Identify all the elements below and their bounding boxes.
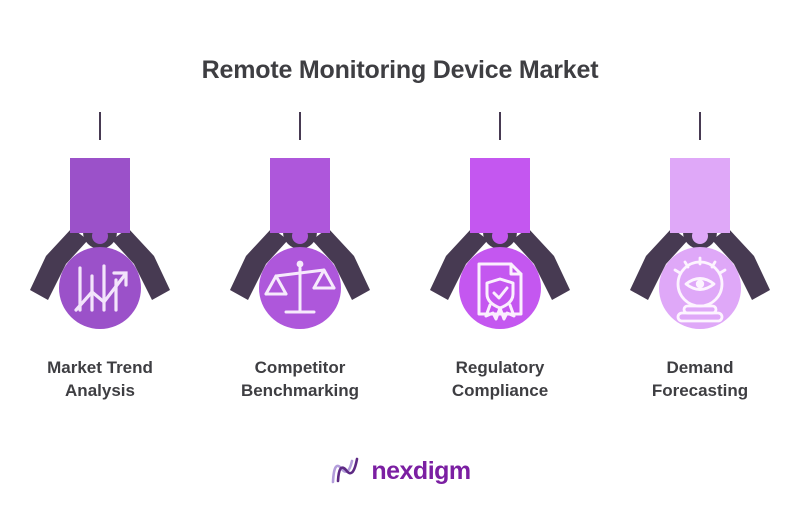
hanging-cable: [699, 112, 701, 140]
claw-body-rect: [470, 158, 530, 233]
icon-circle-background: [59, 247, 141, 329]
hanging-cable: [99, 112, 101, 140]
claw-column-demand-forecasting: Demand Forecasting: [600, 112, 800, 412]
bar-chart-trend-up-icon: [74, 264, 128, 312]
claw-column-competitor-benchmarking: Competitor Benchmarking: [200, 112, 400, 412]
claw-arm-right-icon: [512, 228, 570, 300]
claw-body-rect: [70, 158, 130, 233]
hanging-cable: [299, 112, 301, 140]
claw-machine-assembly: [200, 140, 400, 350]
claw-label: Competitor Benchmarking: [200, 357, 400, 403]
claw-arm-right-icon: [112, 228, 170, 300]
claw-arm-right-icon: [712, 228, 770, 300]
claw-machine-graphic: [430, 158, 570, 329]
claw-machine-graphic: [630, 158, 770, 329]
claw-machine-assembly: [0, 140, 200, 350]
page-title: Remote Monitoring Device Market: [201, 56, 599, 84]
claw-arm-left-icon: [630, 228, 688, 300]
claw-arm-left-icon: [30, 228, 88, 300]
certificate-document-shield-icon: [477, 262, 523, 321]
claw-column-market-trend-analysis: Market Trend Analysis: [0, 112, 200, 412]
crystal-ball-eye-icon: [673, 256, 727, 323]
claw-arm-right-icon: [312, 228, 370, 300]
claw-label: Regulatory Compliance: [400, 357, 600, 403]
balance-scales-icon: [264, 260, 336, 314]
claw-label-line1: Demand: [666, 358, 734, 377]
claw-label-line2: Analysis: [65, 380, 135, 400]
claw-machine-row: Market Trend Analysis: [0, 112, 800, 412]
brand-logo: nexdigm: [0, 456, 800, 486]
hanging-cable: [499, 112, 501, 140]
claw-arm-left-icon: [230, 228, 288, 300]
claw-label: Demand Forecasting: [600, 357, 800, 403]
claw-label: Market Trend Analysis: [0, 357, 200, 403]
claw-label-line1: Market Trend: [47, 358, 153, 377]
claw-label-line1: Regulatory: [455, 358, 545, 377]
claw-body-rect: [670, 158, 730, 233]
claw-arm-left-icon: [430, 228, 488, 300]
brand-name: nexdigm: [371, 456, 471, 485]
claw-column-regulatory-compliance: Regulatory Compliance: [400, 112, 600, 412]
claw-machine-assembly: [400, 140, 600, 350]
claw-machine-assembly: [600, 140, 800, 350]
claw-label-line2: Compliance: [451, 380, 549, 400]
icon-circle-background: [459, 247, 541, 329]
claw-body-rect: [270, 158, 330, 233]
claw-machine-graphic: [30, 158, 170, 329]
claw-label-line2: Forecasting: [651, 380, 749, 400]
claw-machine-graphic: [230, 158, 370, 329]
claw-label-line1: Competitor: [254, 358, 346, 377]
stylized-n-logo-icon: [332, 457, 359, 484]
claw-label-line2: Benchmarking: [240, 380, 360, 400]
